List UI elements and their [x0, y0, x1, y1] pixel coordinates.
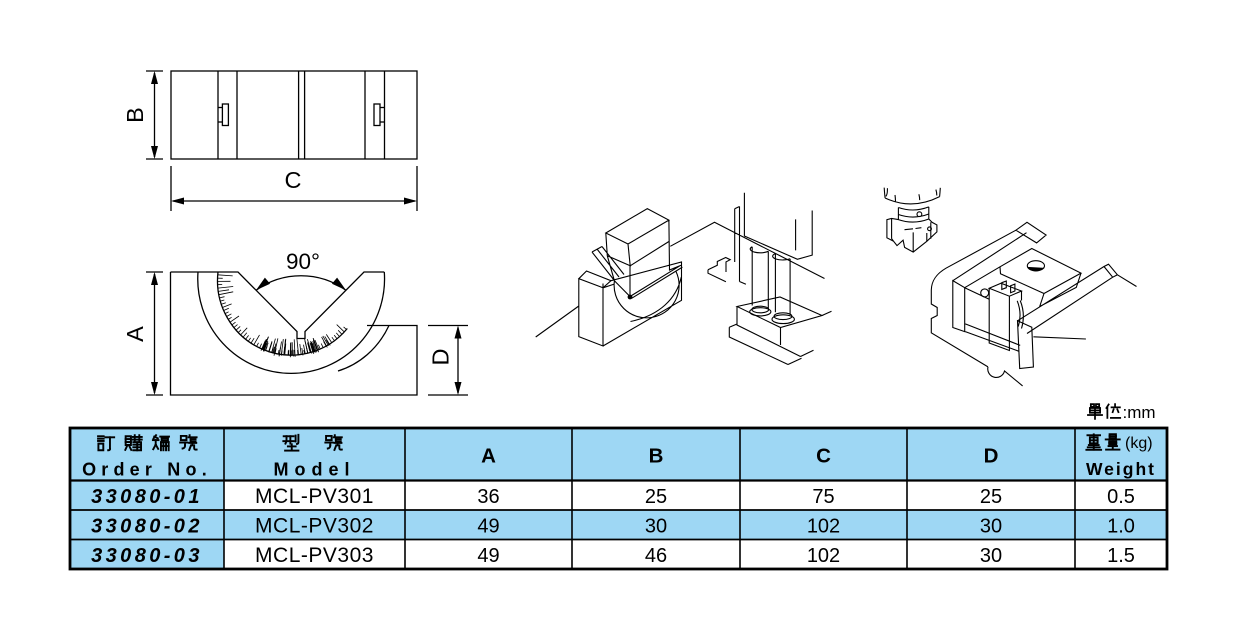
- svg-text:Model: Model: [274, 460, 356, 480]
- svg-text:0.5: 0.5: [1107, 486, 1135, 508]
- svg-text:D: D: [428, 349, 454, 366]
- svg-text:33080-01: 33080-01: [91, 486, 203, 508]
- svg-text::mm: :mm: [1123, 403, 1156, 422]
- svg-text:33080-02: 33080-02: [91, 516, 203, 538]
- svg-text:MCL-PV301: MCL-PV301: [255, 485, 374, 508]
- svg-text:46: 46: [645, 545, 667, 567]
- svg-text:90°: 90°: [286, 249, 320, 274]
- svg-text:33080-03: 33080-03: [91, 545, 203, 567]
- svg-text:36: 36: [477, 486, 499, 508]
- svg-text:D: D: [984, 445, 999, 468]
- svg-text:A: A: [481, 445, 496, 468]
- svg-text:Order No.: Order No.: [82, 460, 212, 480]
- svg-text:49: 49: [477, 545, 499, 567]
- svg-text:30: 30: [980, 516, 1002, 538]
- svg-text:49: 49: [477, 516, 499, 538]
- svg-text:B: B: [122, 107, 148, 123]
- svg-text:102: 102: [807, 545, 840, 567]
- svg-text:30: 30: [980, 545, 1002, 567]
- svg-text:MCL-PV303: MCL-PV303: [255, 544, 374, 567]
- svg-text:75: 75: [812, 486, 834, 508]
- svg-text:1.0: 1.0: [1107, 516, 1135, 538]
- svg-text:C: C: [816, 445, 831, 468]
- svg-text:C: C: [285, 167, 302, 193]
- svg-text:B: B: [649, 445, 664, 468]
- svg-text:102: 102: [807, 516, 840, 538]
- svg-text:Weight: Weight: [1086, 459, 1156, 479]
- svg-text:1.5: 1.5: [1107, 545, 1135, 567]
- svg-text:25: 25: [645, 486, 667, 508]
- svg-text:MCL-PV302: MCL-PV302: [255, 515, 374, 538]
- svg-text:(kg): (kg): [1125, 435, 1153, 452]
- svg-text:30: 30: [645, 516, 667, 538]
- svg-text:25: 25: [980, 486, 1002, 508]
- svg-text:A: A: [122, 326, 148, 342]
